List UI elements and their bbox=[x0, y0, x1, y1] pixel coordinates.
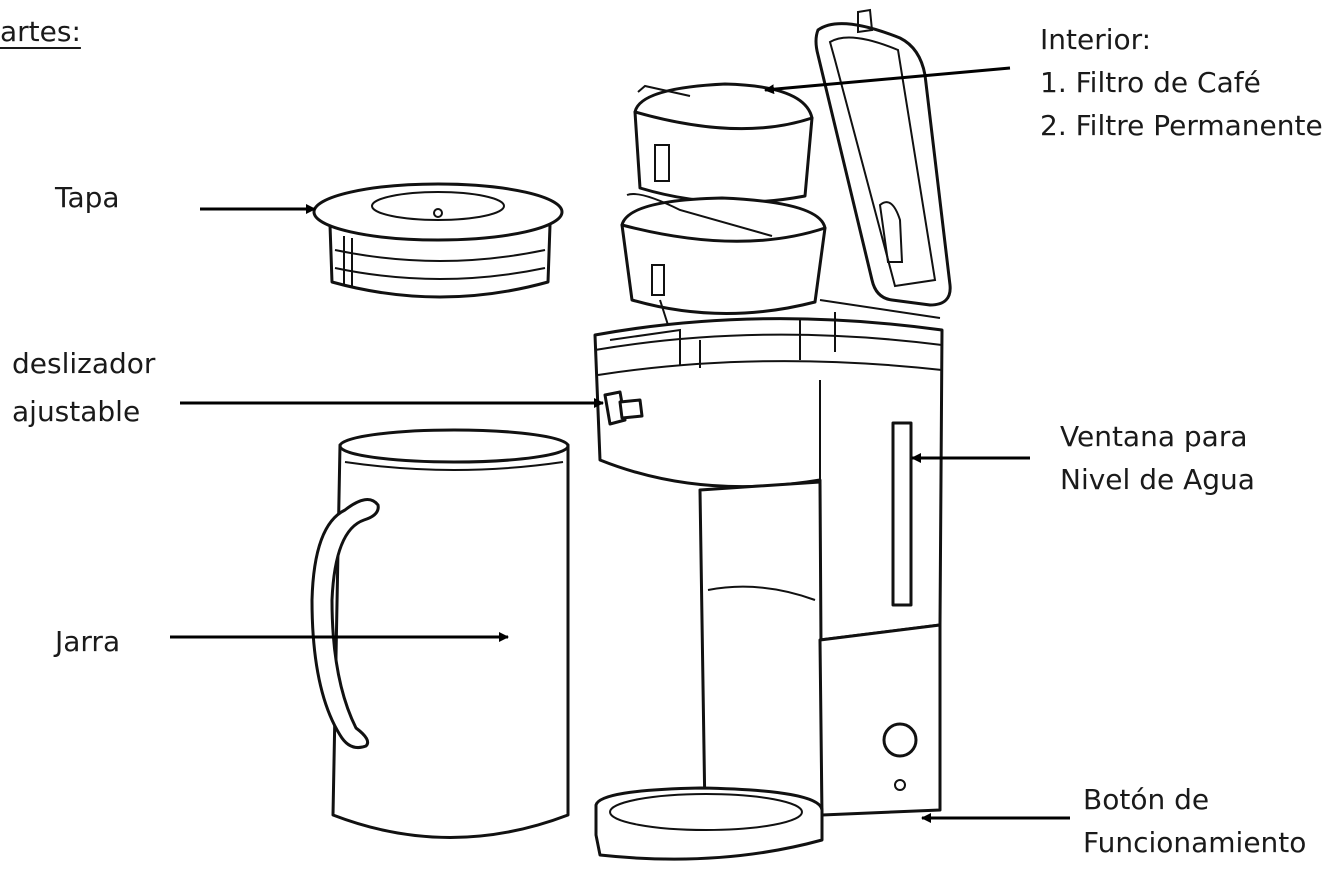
label-slider-line1: deslizador bbox=[12, 347, 156, 380]
lid-illustration bbox=[314, 184, 562, 297]
label-permanent-filter: 2. Filtre Permanente bbox=[1040, 109, 1323, 142]
label-coffee-filter: 1. Filtro de Café bbox=[1040, 66, 1261, 99]
label-button-line1: Botón de bbox=[1083, 783, 1210, 816]
arrow-interior bbox=[764, 68, 1010, 95]
jug-illustration bbox=[312, 430, 568, 838]
label-jug: Jarra bbox=[55, 625, 121, 658]
parts-heading: artes: bbox=[0, 15, 81, 48]
label-lid: Tapa bbox=[55, 181, 120, 214]
brewer-body bbox=[595, 300, 942, 859]
label-button-line2: Funcionamiento bbox=[1083, 826, 1307, 859]
label-interior-title: Interior: bbox=[1040, 23, 1152, 56]
permanent-filter-illustration bbox=[622, 194, 825, 325]
coffee-filter-illustration bbox=[635, 84, 812, 202]
label-slider-line2: ajustable bbox=[12, 395, 141, 428]
brewer-open-lid bbox=[816, 10, 950, 305]
label-window-line2: Nivel de Agua bbox=[1060, 463, 1255, 496]
label-window-line1: Ventana para bbox=[1060, 420, 1248, 453]
leader-arrows bbox=[170, 68, 1070, 823]
